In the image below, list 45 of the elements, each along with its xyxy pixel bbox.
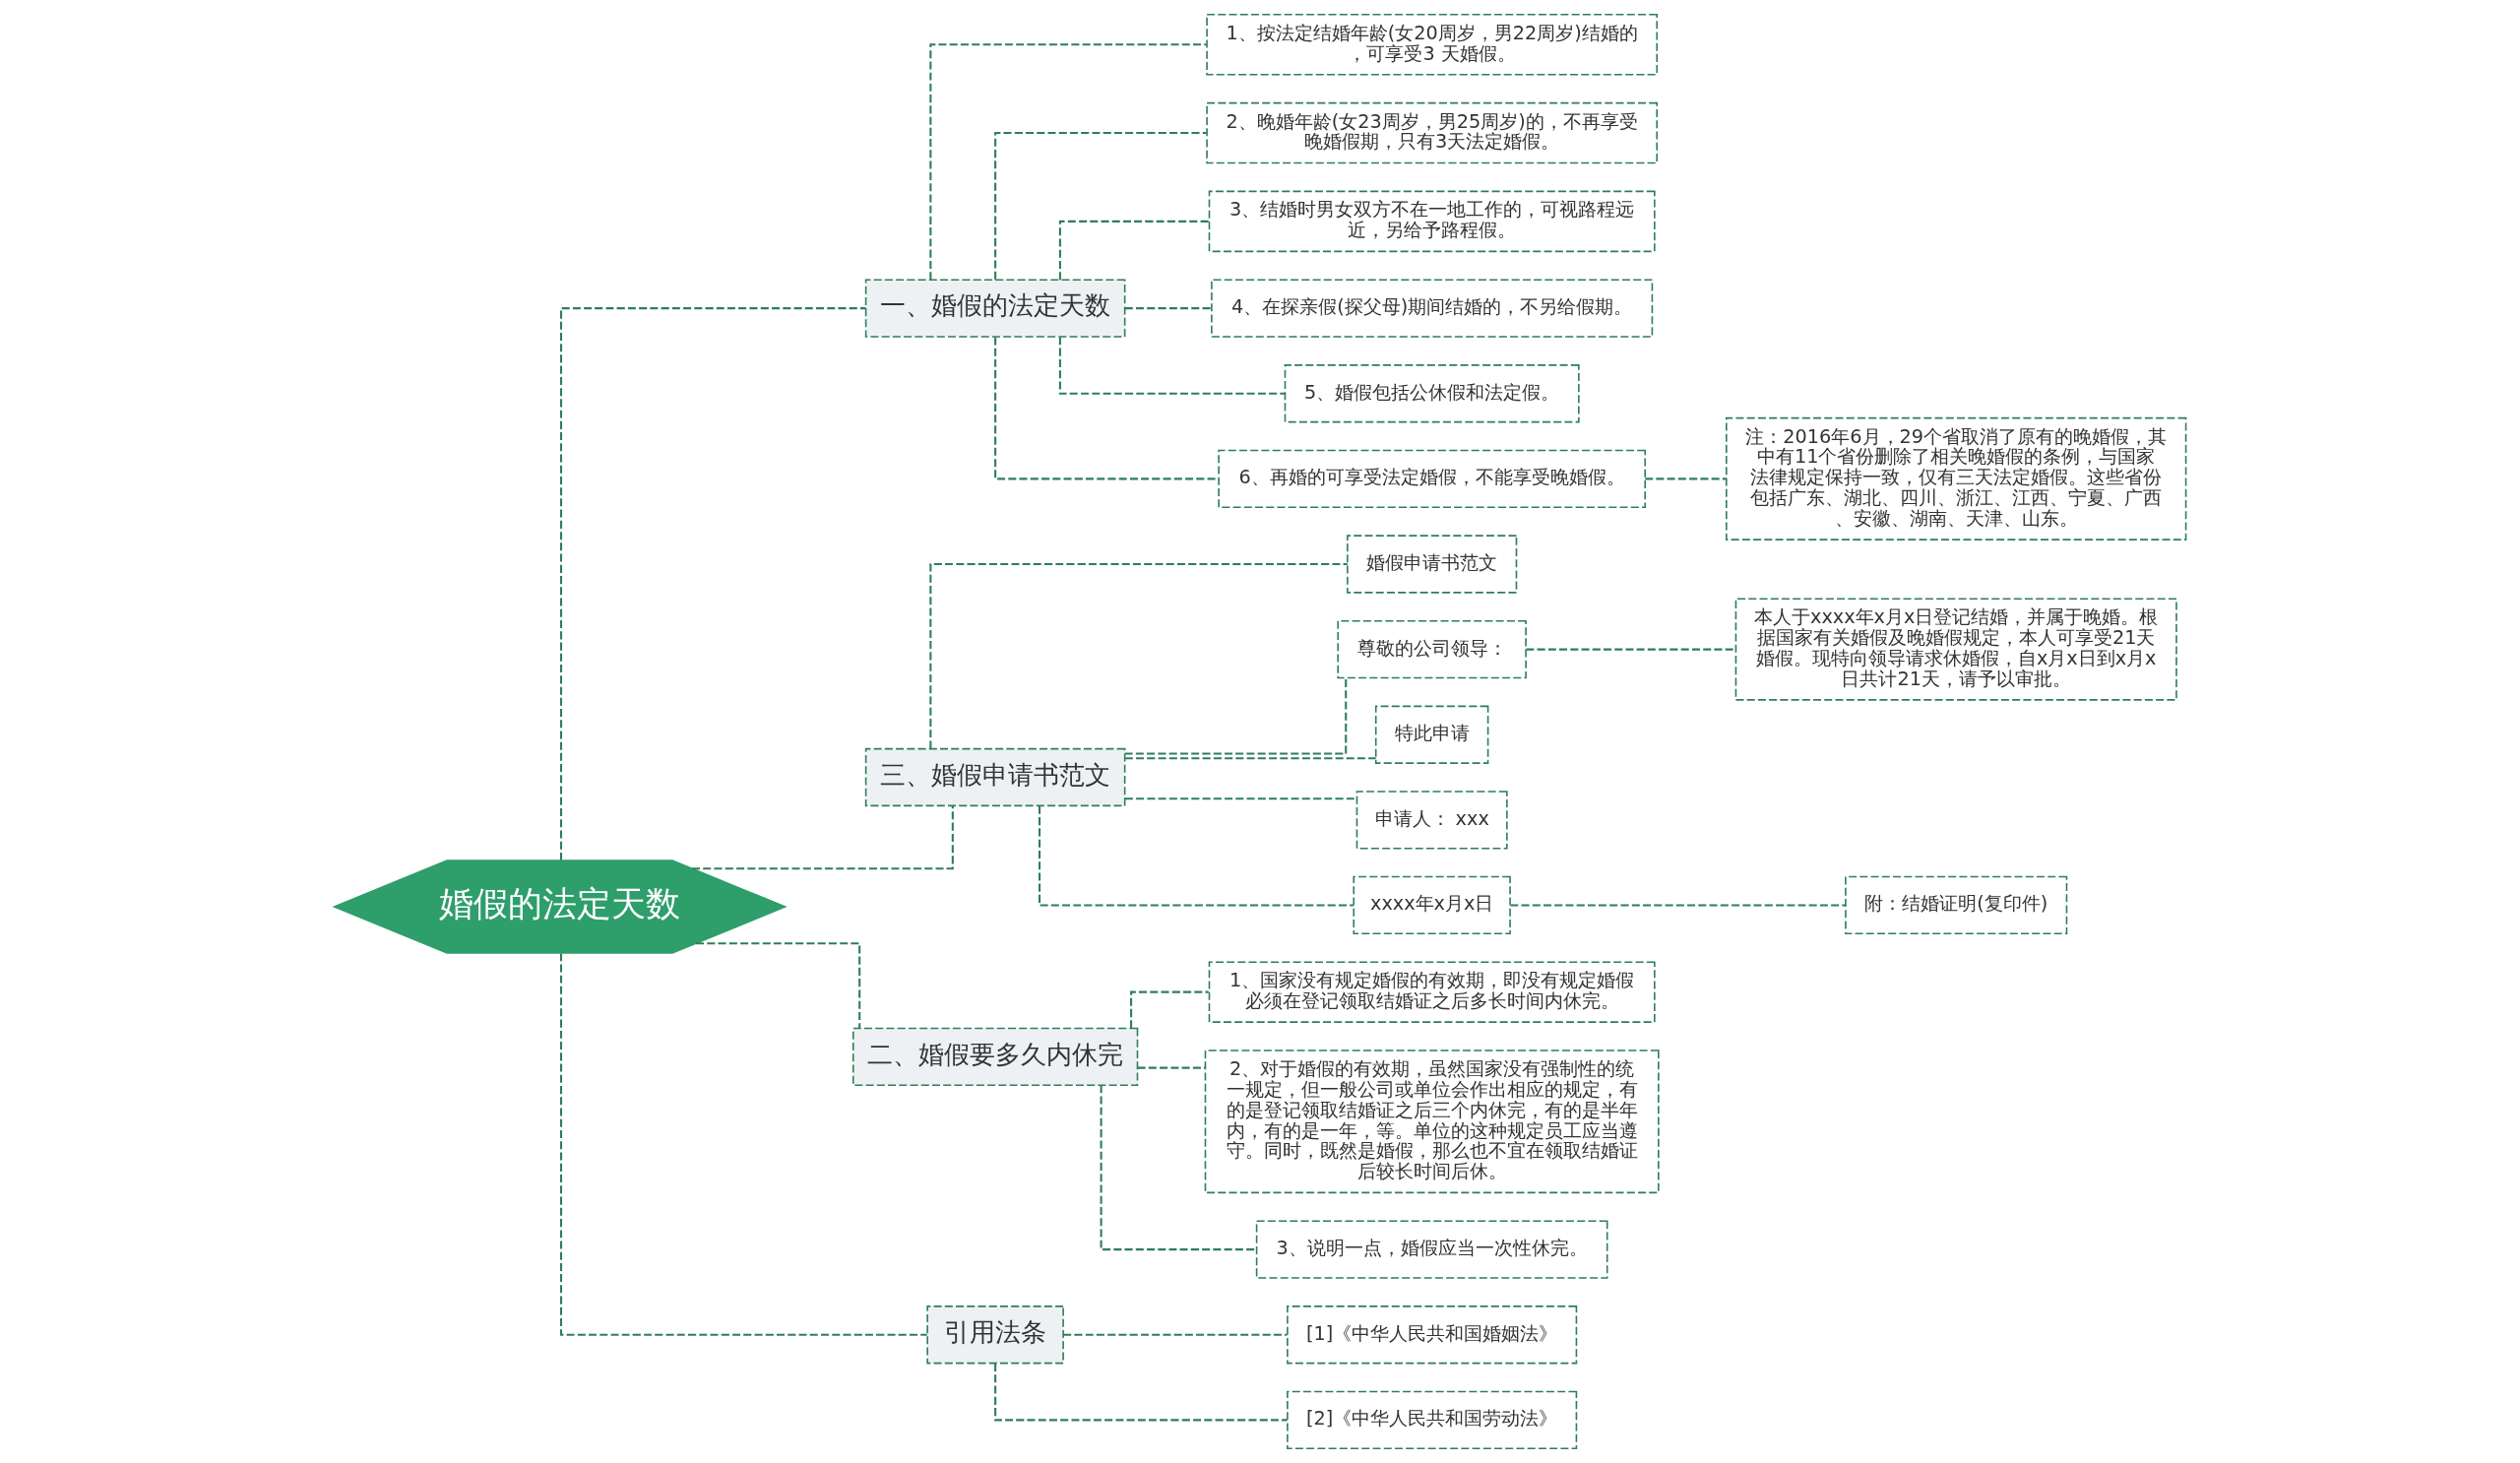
node-box: 1、国家没有规定婚假的有效期，即没有规定婚假必须在登记领取结婚证之后多长时间内休完。 — [1208, 961, 1656, 1023]
connector — [1039, 806, 1354, 907]
connector — [994, 132, 1207, 280]
connector — [1645, 477, 1727, 480]
node-box: 三、婚假申请书范文 — [864, 747, 1126, 807]
connector — [1058, 220, 1210, 281]
connector — [696, 942, 861, 1029]
connector — [1526, 648, 1736, 651]
node-box: 2、对于婚假的有效期，虽然国家没有强制性的统一规定，但一般公司或单位会作出相应的规定，有的是登记领取结婚证之后三个内休完，有的是半年内，有的是一年，等。单位的这种规定员工应当遵守。同时，既然是婚假，那么也不宜在领取结婚证后较长时间后休。 — [1204, 1050, 1660, 1194]
connector — [1137, 1066, 1206, 1069]
connector — [560, 307, 866, 860]
connector — [1124, 677, 1348, 755]
connector — [1510, 904, 1846, 907]
node-box: 尊敬的公司领导： — [1337, 619, 1527, 679]
node-box: 3、说明一点，婚假应当一次性休完。 — [1255, 1220, 1608, 1279]
node-box: 1、按法定结婚年龄(女20周岁，男22周岁)结婚的，可享受3 天婚假。 — [1206, 13, 1659, 76]
node-box: [2]《中华人民共和国劳动法》 — [1287, 1390, 1578, 1450]
connector — [1125, 307, 1212, 310]
node-box: xxxx年x月x日 — [1353, 875, 1511, 935]
node-box: 二、婚假要多久内休完 — [852, 1027, 1139, 1087]
connector — [929, 43, 1207, 280]
node-box: 注：2016年6月，29个省取消了原有的晚婚假，其中有11个省份删除了相关晚婚假的条例，与国家法律规定保持一致，仅有三天法定婚假。这些省份包括广东、湖北、四川、浙江、江西、宁夏、广西、安徽、湖南、天津、山东。 — [1726, 416, 2187, 541]
connector — [1125, 757, 1376, 760]
connector — [1063, 1333, 1288, 1336]
node-box: 婚假申请书范文 — [1347, 535, 1518, 594]
node-box: 2、晚婚年龄(女23周岁，男25周岁)的，不再享受晚婚假期，只有3天法定婚假。 — [1206, 101, 1659, 164]
node-box: 申请人： xxx — [1355, 791, 1508, 850]
node-box: [1]《中华人民共和国婚姻法》 — [1287, 1305, 1578, 1365]
node-box: 特此申请 — [1374, 705, 1489, 764]
node-box: 本人于xxxx年x月x日登记结婚，并属于晚婚。根据国家有关婚假及晚婚假规定，本人可享受21天婚假。现特向领导请求休婚假，自x月x日到x月x日共计21天，请予以审批。 — [1734, 598, 2177, 701]
node-box: 5、婚假包括公休假和法定假。 — [1284, 364, 1580, 423]
node-box: 引用法条 — [926, 1305, 1064, 1365]
connector — [560, 953, 927, 1336]
connector — [1058, 337, 1286, 395]
node-box: 3、结婚时男女双方不在一地工作的，可视路程远近，另给予路程假。 — [1208, 190, 1656, 253]
connector — [929, 562, 1348, 749]
connector — [1100, 1085, 1257, 1251]
node-box: 6、再婚的可享受法定婚假，不能享受晚婚假。 — [1218, 449, 1646, 509]
connector — [1130, 990, 1209, 1029]
connector — [994, 1364, 1288, 1422]
node-box: 4、在探亲假(探父母)期间结婚的，不另给假期。 — [1211, 279, 1654, 338]
node-box: 附：结婚证明(复印件) — [1845, 875, 2068, 935]
node-box: 一、婚假的法定天数 — [864, 279, 1126, 338]
connector — [692, 805, 954, 870]
connector — [1125, 797, 1356, 800]
